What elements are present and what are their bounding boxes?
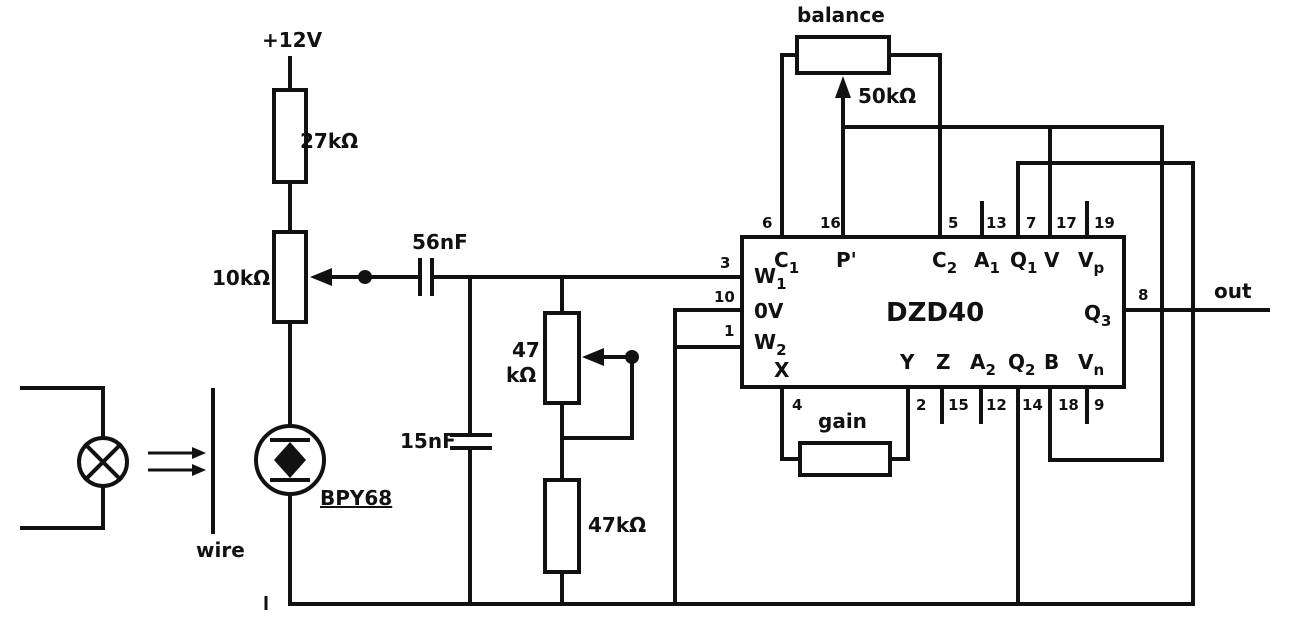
terminal-a2: A2	[970, 350, 996, 379]
terminal-q1: Q1	[1010, 248, 1037, 277]
light-ray-2-arrow	[192, 464, 206, 476]
pin-16-number: 16	[820, 214, 841, 232]
terminal-b: B	[1044, 350, 1059, 374]
terminal-c1: C1	[774, 248, 799, 277]
capacitor-56nF-label: 56nF	[412, 230, 468, 254]
potentiometer-47k	[543, 311, 581, 405]
resistor-27k-label: 27kΩ	[300, 129, 358, 153]
terminal-q2: Q2	[1008, 350, 1035, 379]
pot2-wiper-arrow	[582, 348, 604, 366]
potentiometer-10k	[272, 230, 308, 324]
pot2-wiper-loop	[560, 355, 634, 440]
terminal-z: Z	[936, 350, 951, 374]
potentiometer-10k-label: 10kΩ	[212, 266, 270, 290]
pin-13-number: 13	[986, 214, 1007, 232]
lamp-wire-bottom	[20, 484, 105, 530]
potentiometer-balance	[795, 35, 891, 75]
pin-5-number: 5	[948, 214, 958, 232]
capacitor-15nF-label: 15nF	[400, 429, 456, 453]
photodiode-label: BPY68	[320, 486, 392, 510]
pin-8-number: 8	[1138, 286, 1148, 304]
pot1-wiper-arrow	[310, 268, 332, 286]
pin-10-wire	[673, 308, 744, 606]
pin-10-number: 10	[714, 288, 735, 306]
pin-7-wire	[1016, 161, 1195, 606]
pin-3-number: 3	[720, 254, 730, 272]
ic-name: DZD40	[886, 298, 984, 328]
terminal-w2: W2	[754, 330, 787, 359]
balance-value: 50kΩ	[858, 84, 916, 108]
terminal-x: X	[774, 358, 790, 382]
resistor-gain	[798, 441, 892, 477]
terminal-c2: C2	[932, 248, 957, 277]
pin-2-wire	[888, 385, 910, 461]
pin-4-number: 4	[792, 396, 802, 414]
terminal-y: Y	[899, 350, 915, 374]
balance-right-wire	[887, 53, 942, 239]
pin-17-number: 17	[1056, 214, 1077, 232]
balance-label: balance	[797, 3, 885, 27]
pin-9-number: 9	[1094, 396, 1104, 414]
resistor-47k	[543, 478, 581, 574]
light-ray-1-arrow	[192, 447, 206, 459]
pin-4-wire	[780, 385, 802, 461]
gain-label: gain	[818, 409, 867, 433]
pin-14-number: 14	[1022, 396, 1043, 414]
pin-6-number: 6	[762, 214, 772, 232]
resistor-47k-label: 47kΩ	[588, 513, 646, 537]
terminal-v: V	[1044, 248, 1060, 272]
supply-label: +12V	[262, 28, 323, 52]
terminal-q3: Q3	[1084, 301, 1111, 330]
pin-7-number: 7	[1026, 214, 1036, 232]
pin-15-number: 15	[948, 396, 969, 414]
pin-2-number: 2	[916, 396, 926, 414]
lamp-wire-top	[20, 386, 105, 440]
pin-18-number: 18	[1058, 396, 1079, 414]
pin-1-number: 1	[724, 322, 734, 340]
wire-label: wire	[196, 538, 245, 562]
balance-wiper-arrow	[835, 76, 851, 98]
terminal-p: P'	[836, 248, 857, 272]
terminal-w1: W1	[754, 264, 787, 293]
pin-12-number: 12	[986, 396, 1007, 414]
terminal-vn: Vn	[1078, 350, 1104, 379]
terminal-0v: 0V	[754, 299, 784, 323]
pin-19-number: 19	[1094, 214, 1115, 232]
photodiode-diamond	[274, 442, 306, 478]
lamp-cross-b	[83, 442, 123, 482]
pin-6-wire	[780, 53, 799, 239]
terminal-a1: A1	[974, 248, 1000, 277]
terminal-vp: Vp	[1078, 248, 1104, 277]
output-label: out	[1214, 279, 1252, 303]
potentiometer-47k-label-top: 47	[512, 338, 540, 362]
potentiometer-47k-label-bottom: kΩ	[506, 363, 536, 387]
p-feedback-wire	[841, 125, 1164, 462]
